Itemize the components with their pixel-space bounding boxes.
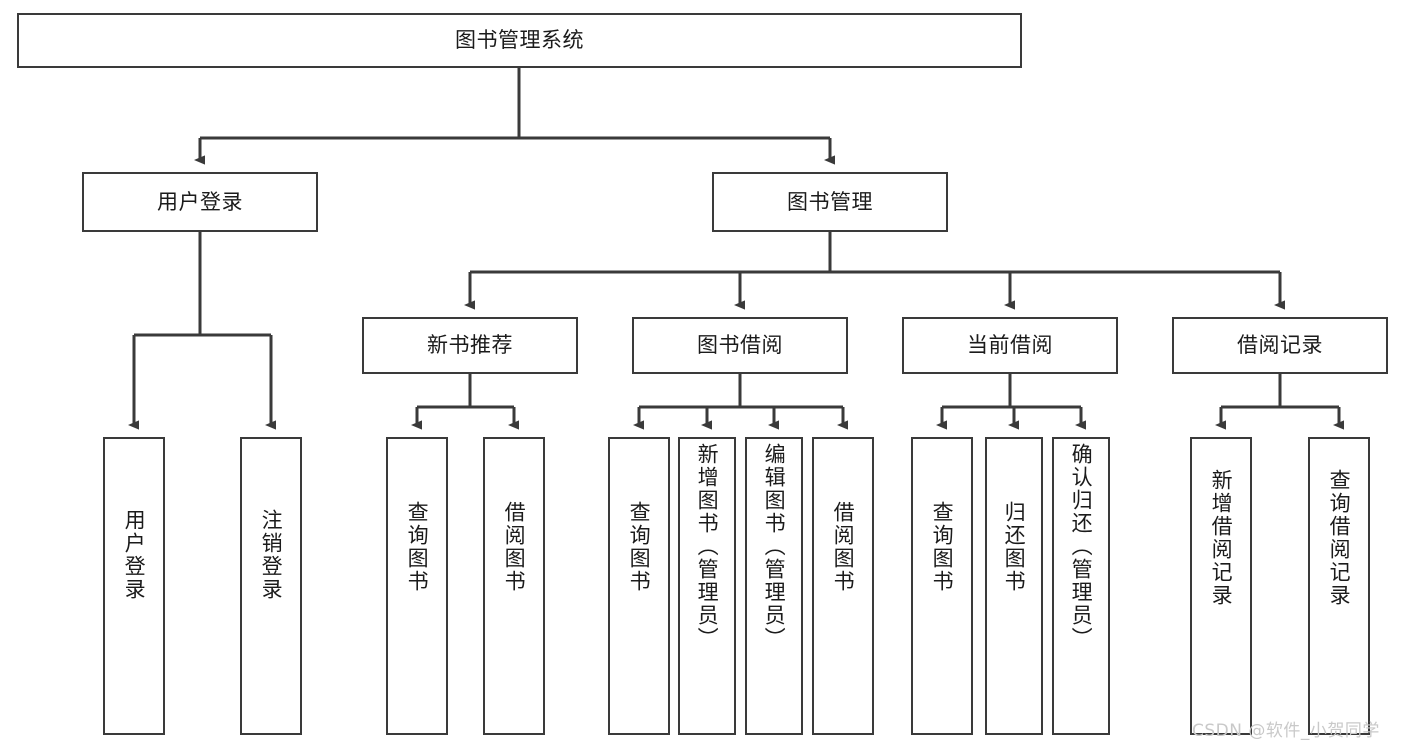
level2-node[interactable]: 图书管理 <box>712 172 948 232</box>
node-label: 新增借阅记录 <box>1209 469 1234 607</box>
node-label: 用户登录 <box>122 509 147 601</box>
node-label: 归还图书 <box>1002 501 1027 593</box>
node-label: 确认归还（管理员） <box>1069 443 1094 650</box>
leaf-node[interactable]: 确认归还（管理员） <box>1052 437 1110 735</box>
node-label: 编辑图书（管理员） <box>762 443 787 650</box>
level3-node[interactable]: 当前借阅 <box>902 317 1118 374</box>
node-label: 借阅图书 <box>502 501 527 593</box>
leaf-node[interactable]: 查询借阅记录 <box>1308 437 1370 735</box>
level3-node[interactable]: 图书借阅 <box>632 317 848 374</box>
level3-node[interactable]: 借阅记录 <box>1172 317 1388 374</box>
node-label: 新书推荐 <box>427 333 513 358</box>
node-label: 新增图书（管理员） <box>695 443 720 650</box>
node-label: 查询图书 <box>627 501 652 593</box>
leaf-node[interactable]: 借阅图书 <box>483 437 545 735</box>
leaf-node[interactable]: 查询图书 <box>911 437 973 735</box>
node-label: 用户登录 <box>157 189 243 214</box>
node-label: 注销登录 <box>259 509 284 601</box>
leaf-node[interactable]: 新增图书（管理员） <box>678 437 736 735</box>
node-label: 借阅图书 <box>831 501 856 593</box>
leaf-node[interactable]: 新增借阅记录 <box>1190 437 1252 735</box>
leaf-node[interactable]: 编辑图书（管理员） <box>745 437 803 735</box>
root-node[interactable]: 图书管理系统 <box>17 13 1022 68</box>
leaf-node[interactable]: 用户登录 <box>103 437 165 735</box>
node-label: 查询图书 <box>405 501 430 593</box>
node-label: 图书管理 <box>787 189 873 214</box>
leaf-node[interactable]: 借阅图书 <box>812 437 874 735</box>
node-label: 图书借阅 <box>697 333 783 358</box>
leaf-node[interactable]: 注销登录 <box>240 437 302 735</box>
node-label: 借阅记录 <box>1237 333 1323 358</box>
level2-node[interactable]: 用户登录 <box>82 172 318 232</box>
leaf-node[interactable]: 归还图书 <box>985 437 1043 735</box>
level3-node[interactable]: 新书推荐 <box>362 317 578 374</box>
node-label: 图书管理系统 <box>455 28 584 53</box>
leaf-node[interactable]: 查询图书 <box>608 437 670 735</box>
node-label: 查询借阅记录 <box>1327 469 1352 607</box>
node-label: 当前借阅 <box>967 333 1053 358</box>
leaf-node[interactable]: 查询图书 <box>386 437 448 735</box>
node-label: 查询图书 <box>930 501 955 593</box>
